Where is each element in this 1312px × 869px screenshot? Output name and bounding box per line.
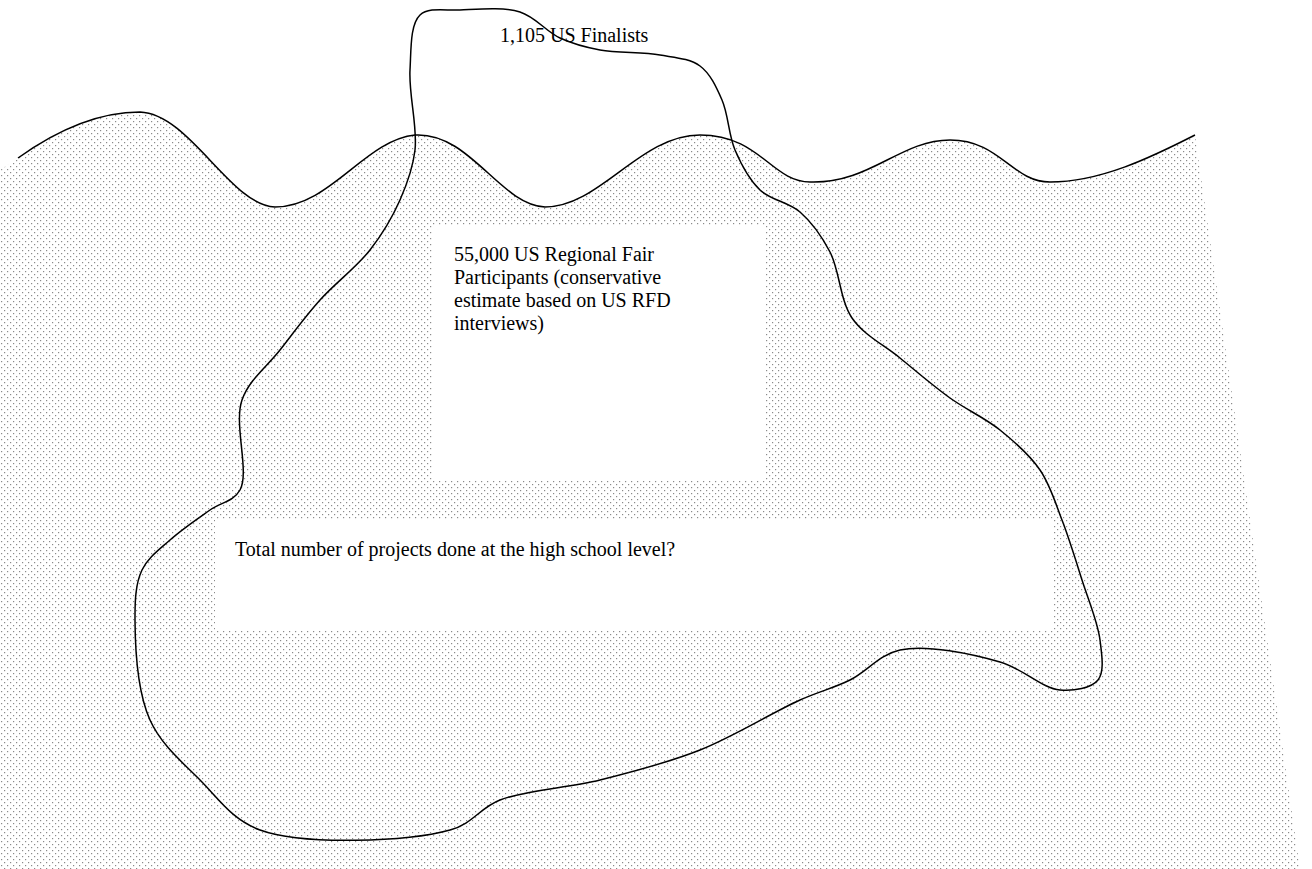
- tier-label: 55,000 US Regional Fair Participants (co…: [454, 243, 689, 335]
- water-line: [18, 112, 1195, 207]
- tier-label: 1,105 US Finalists: [500, 24, 690, 47]
- iceberg-outline: 1,105 US Finalists 55,000 US Regional Fai…: [130, 8, 1110, 838]
- white-label-box: 55,000 US Regional Fair Participants (co…: [432, 225, 765, 480]
- stippled-sea: [0, 112, 1300, 869]
- white-label-box: Total number of projects done at the hig…: [215, 520, 1054, 630]
- tier-label: Total number of projects done at the hig…: [235, 538, 1034, 561]
- iceberg-outline: [135, 9, 1102, 841]
